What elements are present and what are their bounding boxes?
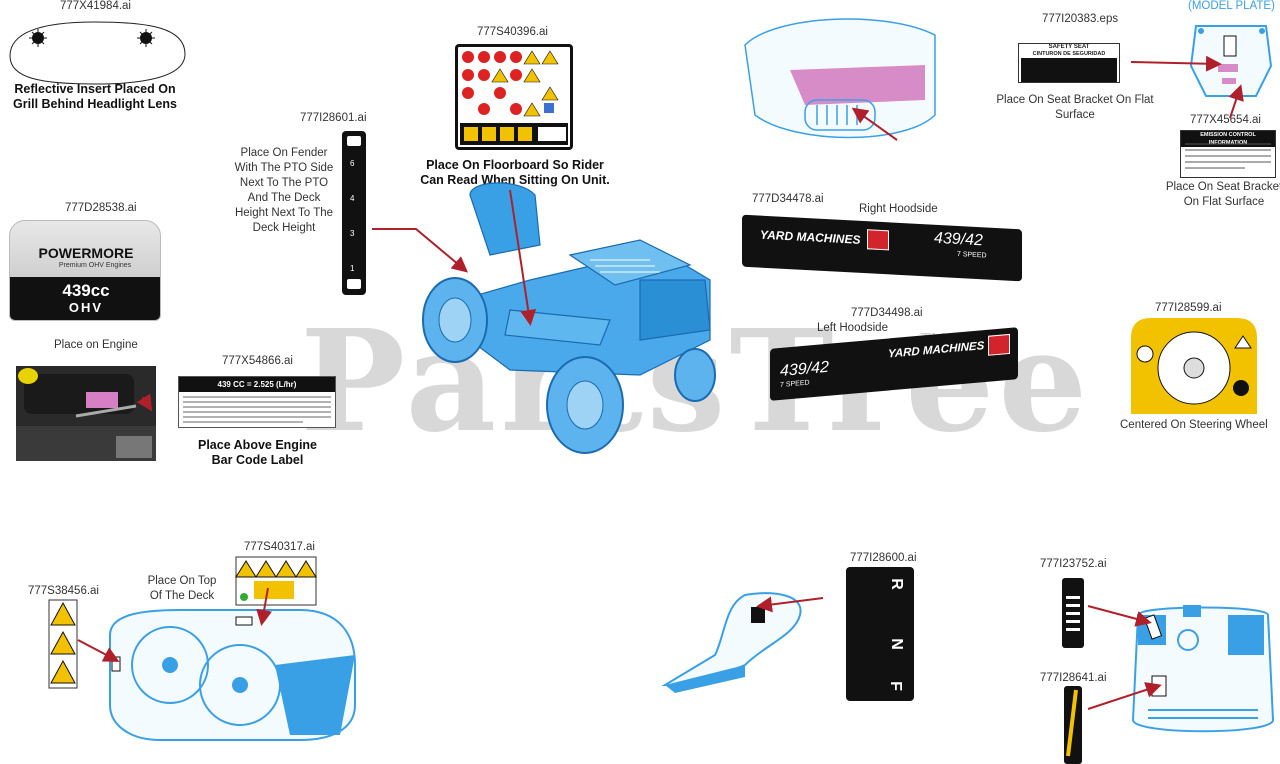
deck-top-decal[interactable] [235,556,317,606]
part-code-deck-side[interactable]: 777S38456.ai [28,585,99,597]
engine-size-band: 439cc OHV [10,277,160,320]
part-code-dash1[interactable]: 777I23752.ai [1040,558,1107,570]
reflective-insert-diagram [9,21,186,85]
part-code-left-hoodside[interactable]: 777D34498.ai [851,307,923,319]
right-hood-model: 439/42 [934,229,983,250]
svg-text:6: 6 [350,159,355,168]
fender-decal[interactable]: 6 4 3 1 [342,131,366,295]
engine-photo [16,366,156,461]
seat-bracket-diagram [1189,25,1273,97]
fuel-label-header: 439 CC = 2.525 (L/hr) [179,377,335,392]
engine-size: 439cc [62,281,110,300]
model-plate-label: (MODEL PLATE) [1188,0,1275,12]
engine-brand-sub: Premium OHV Engines [58,262,132,269]
deck-side-decal[interactable] [48,599,78,689]
part-code-emission[interactable]: 777X45654.ai [1190,114,1261,126]
part-code-safety-seat[interactable]: 777I20383.eps [1042,13,1119,25]
right-hood-logo-icon [867,229,889,251]
engine-brand: POWERMORE [38,245,134,261]
part-code-steering[interactable]: 777I28599.ai [1155,302,1222,314]
engine-type: OHV [68,300,104,315]
part-code-right-hoodside[interactable]: 777D34478.ai [752,193,824,205]
floorboard-decal[interactable] [455,44,573,150]
safety-seat-subtitle: CINTURON DE SEGURIDAD [1032,51,1106,57]
deck-height-scale: 6 4 3 1 [347,136,361,289]
dash2-decal[interactable] [1064,686,1082,764]
left-hood-speed: 7 SPEED [780,379,810,389]
part-code-deck-top[interactable]: 777S40317.ai [244,541,315,553]
steering-caption: Centered On Steering Wheel [1120,419,1268,431]
part-code-reflective[interactable]: 777X41984.ai [60,0,131,12]
svg-text:1: 1 [350,264,355,273]
left-hood-logo-icon [988,333,1010,356]
emission-text-lines [1185,143,1271,169]
part-code-dash2[interactable]: 777I28641.ai [1040,672,1107,684]
part-code-fender[interactable]: 777I28601.ai [300,112,367,124]
shift-forward: F [886,681,904,691]
safety-seat-title: SAFETY SEAT [1048,44,1090,50]
fuel-label-decal[interactable]: 439 CC = 2.525 (L/hr) [178,376,336,428]
right-hood-brand: YARD MACHINES [760,227,861,247]
steering-decal[interactable] [1131,318,1257,414]
part-code-engine-label[interactable]: 777D28538.ai [65,202,137,214]
part-code-shift[interactable]: 777I28600.ai [850,552,917,564]
part-code-fuel-label[interactable]: 777X54866.ai [222,355,293,367]
svg-text:3: 3 [350,229,355,238]
safety-seat-text-block [1021,58,1117,82]
emission-title: EMISSION CONTROL INFORMATION [1181,131,1275,147]
shift-neutral: N [887,638,905,650]
dash1-decal[interactable] [1062,578,1084,648]
right-hoodside-decal[interactable]: YARD MACHINES 439/42 7 SPEED [742,214,1022,282]
left-hoodside-caption: Left Hoodside [817,322,888,334]
shift-reverse: R [887,578,905,590]
emission-decal[interactable]: EMISSION CONTROL INFORMATION [1180,130,1276,178]
engine-caption: Place on Engine [54,339,138,351]
right-hood-speed: 7 SPEED [957,250,987,260]
right-hoodside-diagram [744,18,936,139]
engine-label-decal[interactable]: POWERMORE Premium OHV Engines 439cc OHV [9,220,161,321]
mower-deck-diagram [109,609,356,741]
fuel-label-text-lines [183,396,331,423]
left-hood-model: 439/42 [780,358,829,380]
warning-icons-grid [460,50,568,145]
tractor-diagram [422,182,716,454]
right-hoodside-caption: Right Hoodside [859,203,938,215]
shift-decal[interactable]: R N F [846,567,914,701]
svg-text:4: 4 [350,194,355,203]
safety-seat-decal[interactable]: SAFETY SEAT CINTURON DE SEGURIDAD [1018,43,1120,83]
part-code-floorboard[interactable]: 777S40396.ai [477,26,548,38]
dash-panel-diagram [1131,605,1275,733]
fender-shift-diagram [661,592,802,693]
left-hood-brand: YARD MACHINES [888,340,985,361]
